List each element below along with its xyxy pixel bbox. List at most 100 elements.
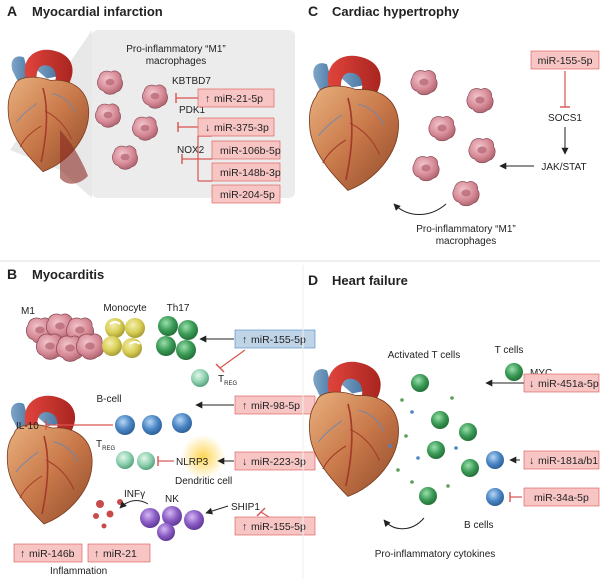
mirna-label: miR-155-5p bbox=[251, 334, 306, 346]
mirna-label: miR-181a/b1 bbox=[538, 455, 598, 467]
activated-tcells bbox=[411, 374, 479, 505]
panel-d-letter: D bbox=[308, 272, 318, 288]
mirna-box: miR-204-5p bbox=[211, 184, 281, 204]
a-target-pdk1: PDK1 bbox=[179, 105, 206, 116]
macrophage-cell bbox=[410, 69, 438, 96]
c-socs1: SOCS1 bbox=[548, 113, 582, 124]
panel-b-letter: B bbox=[7, 266, 17, 282]
b-il10-label: IL-10 bbox=[16, 421, 39, 432]
c-mac-label-2: macrophages bbox=[436, 236, 497, 247]
mirna-box: ↓ miR-451a-5p bbox=[523, 373, 600, 393]
nk-cell-cluster bbox=[140, 506, 204, 541]
b-cell bbox=[486, 451, 504, 469]
panel-b-title: Myocarditis bbox=[32, 267, 104, 282]
mirna-label: miR-223-3p bbox=[251, 456, 306, 468]
curved-arrow bbox=[393, 203, 447, 215]
b-dendritic-label: Dendritic cell bbox=[175, 476, 232, 487]
activate-arrow bbox=[205, 505, 229, 515]
macrophage-cell bbox=[468, 137, 496, 164]
mirna-box: miR-148b-3p bbox=[211, 162, 281, 182]
b-infg-label: INFγ bbox=[124, 489, 145, 500]
dendritic-cell-glow bbox=[181, 435, 225, 479]
mirna-label: miR-21-5p bbox=[214, 93, 263, 105]
inhibit-line bbox=[219, 349, 246, 369]
d-activated-label: Activated T cells bbox=[388, 350, 460, 361]
infg-virus-particles bbox=[93, 499, 123, 529]
panel-c-title: Cardiac hypertrophy bbox=[332, 4, 460, 19]
panel-c: C Cardiac hypertrophy miR-155-5p SOCS1 J… bbox=[308, 3, 600, 247]
activate-arrow bbox=[119, 500, 149, 509]
b-nlrp3-label: NLRP3 bbox=[176, 457, 209, 468]
d-tcells-label: T cells bbox=[495, 345, 524, 356]
d-myc-label: MYC bbox=[530, 368, 552, 379]
b-ship1-label: SHIP1 bbox=[231, 502, 260, 513]
mirna-box: miR-34a-5p bbox=[523, 487, 600, 507]
macrophage-cell bbox=[412, 155, 440, 182]
b-cell bbox=[486, 488, 504, 506]
mirna-box: ↑ miR-21 bbox=[87, 543, 151, 563]
macrophage-cell bbox=[452, 180, 480, 207]
mirna-arrow: ↓ bbox=[205, 122, 210, 134]
panel-c-letter: C bbox=[308, 3, 318, 19]
th17-cluster bbox=[156, 316, 198, 360]
panel-a-letter: A bbox=[7, 3, 17, 19]
mirna-label: miR-155-5p bbox=[538, 55, 593, 67]
mirna-box: ↓ miR-223-3p bbox=[234, 451, 316, 471]
a-mac-label-1: Pro-inflammatory “M1” bbox=[126, 44, 225, 55]
mirna-arrow: ↓ bbox=[529, 378, 534, 390]
mirna-arrow: ↑ bbox=[205, 93, 210, 105]
mirna-label: miR-146b bbox=[29, 548, 75, 560]
infarct-zone bbox=[60, 130, 88, 184]
heart-illustration bbox=[308, 54, 400, 192]
mirna-arrow: ↑ bbox=[242, 334, 247, 346]
mirna-label: miR-98-5p bbox=[251, 400, 300, 412]
mirna-box: miR-106b-5p bbox=[211, 140, 281, 160]
mirna-label: miR-375-3p bbox=[214, 122, 269, 134]
monocyte-cluster bbox=[102, 318, 145, 358]
mirna-box: ↓ miR-181a/b1 bbox=[523, 450, 600, 470]
cytokine-dots bbox=[388, 396, 458, 488]
mirna-arrow: ↑ bbox=[94, 548, 99, 560]
mirna-label: miR-155-5p bbox=[251, 521, 306, 533]
panel-d: D Heart failure Activated T cells T cell… bbox=[308, 272, 600, 560]
mirna-box: miR-155-5p bbox=[530, 50, 600, 70]
mirna-box: ↑miR-146b bbox=[13, 543, 83, 563]
curved-arrow bbox=[383, 517, 425, 530]
b-m1-label: M1 bbox=[21, 306, 35, 317]
mirna-box: ↑ miR-155-5p bbox=[234, 329, 316, 349]
panel-a: A Myocardial infarction Pro-inflammatory… bbox=[7, 3, 295, 204]
treg-cell bbox=[116, 451, 134, 469]
c-mac-label-1: Pro-inflammatory “M1” bbox=[416, 224, 515, 235]
mirna-label: miR-34a-5p bbox=[534, 492, 589, 504]
macrophage-cell bbox=[428, 115, 456, 142]
b-monocyte-label: Monocyte bbox=[103, 303, 147, 314]
d-bcells-label: B cells bbox=[464, 520, 493, 531]
mirna-label: miR-148b-3p bbox=[220, 167, 281, 179]
treg-cell bbox=[191, 369, 209, 387]
m1-macrophage-cluster bbox=[25, 313, 105, 362]
mirna-box: ↑miR-155-5p bbox=[234, 516, 316, 536]
panel-b: B Myocarditis M1 Monocyte Th17 bbox=[6, 266, 316, 577]
b-th17-label: Th17 bbox=[167, 303, 190, 314]
mirna-label: miR-106b-5p bbox=[220, 145, 281, 157]
heart-illustration bbox=[6, 394, 93, 525]
panel-d-title: Heart failure bbox=[332, 273, 408, 288]
mirna-label: miR-204-5p bbox=[220, 189, 275, 201]
mirna-arrow: ↓ bbox=[529, 455, 534, 467]
mirna-arrow: ↑ bbox=[242, 400, 247, 412]
mirna-label: miR-21 bbox=[103, 548, 137, 560]
panel-a-title: Myocardial infarction bbox=[32, 4, 163, 19]
mirna-label: miR-451a-5p bbox=[538, 378, 599, 390]
mirna-box: ↑ miR-21-5p bbox=[197, 88, 275, 108]
b-inflammation-label: Inflammation bbox=[50, 566, 107, 577]
t-cell bbox=[505, 363, 523, 381]
d-cytokines-label: Pro-inflammatory cytokines bbox=[375, 549, 496, 560]
b-treg2-label: TREG bbox=[96, 439, 115, 452]
a-mac-label-2: macrophages bbox=[146, 56, 207, 67]
a-target-nox2: NOX2 bbox=[177, 145, 205, 156]
mirna-arrow: ↓ bbox=[242, 456, 247, 468]
inhibit-bar bbox=[256, 507, 266, 517]
a-target-kbtbd7: KBTBD7 bbox=[172, 76, 211, 87]
b-treg-label: TREG bbox=[218, 374, 237, 387]
